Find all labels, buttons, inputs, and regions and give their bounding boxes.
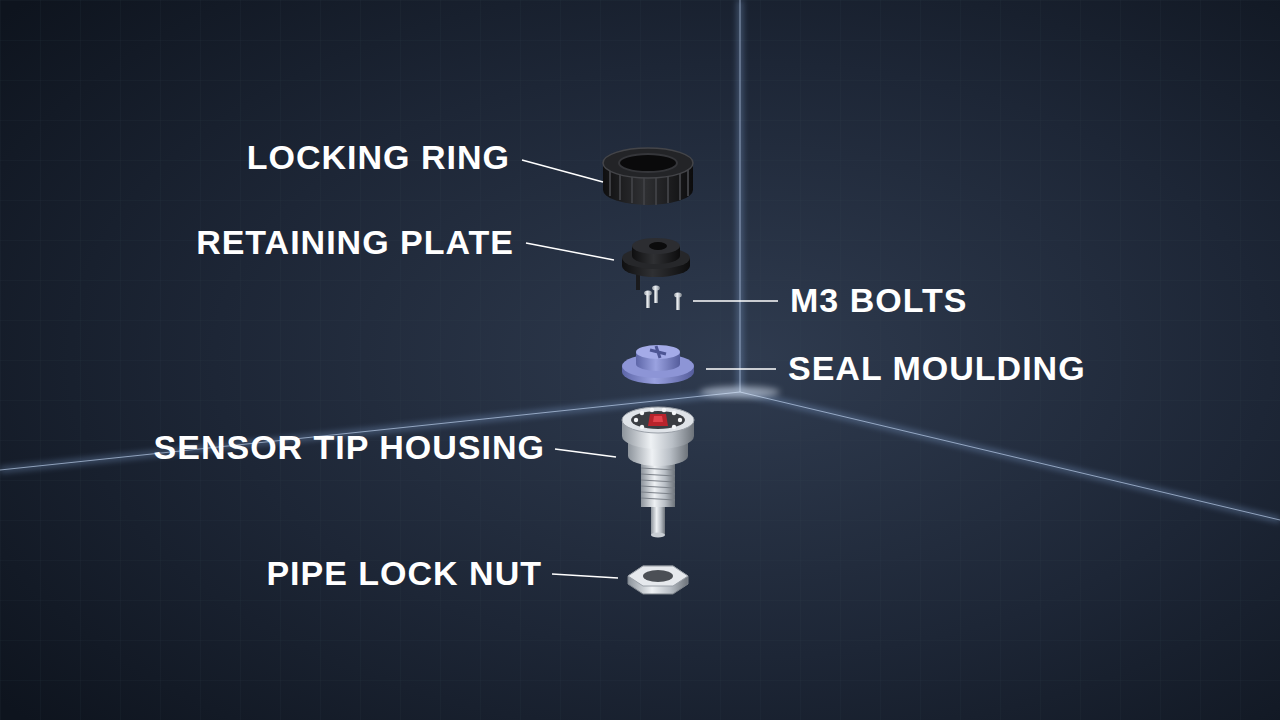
- leader-lines: [706, 368, 776, 370]
- floor-glow: [0, 0, 1280, 520]
- part-label: SEAL MOULDING: [788, 348, 1086, 388]
- leader-lines: [555, 449, 616, 457]
- part-label: LOCKING RING: [247, 137, 510, 177]
- part-label: M3 BOLTS: [790, 280, 967, 320]
- sensor-tip-housing: [648, 414, 668, 426]
- leader-lines: [522, 160, 778, 578]
- m3-bolts: [646, 294, 650, 308]
- locking-ring: [687, 168, 689, 196]
- retaining-plate: [622, 238, 690, 290]
- sensor-tip-housing: [641, 474, 675, 476]
- locking-ring: [619, 154, 677, 172]
- part-label: SENSOR TIP HOUSING: [154, 427, 545, 467]
- sensor-tip-housing: [641, 480, 675, 482]
- sensor-tip-housing: [641, 462, 675, 507]
- locking-ring: [603, 148, 693, 178]
- retaining-plate: [632, 238, 680, 254]
- leader-lines: [693, 300, 778, 302]
- pipe-lock-nut: [628, 566, 688, 586]
- m3-bolts: [644, 286, 682, 311]
- floor-glow: [0, 0, 1280, 520]
- seal-moulding: [636, 345, 680, 359]
- m3-bolts: [644, 291, 652, 296]
- locking-ring: [603, 148, 693, 205]
- leader-lines: [552, 574, 618, 578]
- sensor-tip-housing: [634, 418, 638, 422]
- sensor-tip-housing: [672, 425, 676, 429]
- sensor-tip-housing: [650, 408, 654, 412]
- pipe-lock-nut: [628, 566, 688, 594]
- sensor-tip-housing: [641, 498, 675, 500]
- sensor-tip-housing: [641, 492, 675, 494]
- sensor-tip-housing: [678, 418, 682, 422]
- m3-bolts: [674, 293, 682, 298]
- sensor-tip-housing: [634, 408, 682, 429]
- sensor-tip-housing: [641, 468, 675, 500]
- m3-bolts: [654, 289, 658, 303]
- m3-bolts: [676, 296, 680, 310]
- leader-lines: [522, 160, 603, 182]
- part-label: PIPE LOCK NUT: [266, 553, 542, 593]
- sensor-tip-housing: [622, 407, 694, 538]
- sensor-tip-housing: [641, 486, 675, 488]
- sensor-tip-housing: [651, 533, 665, 538]
- sensor-tip-housing: [622, 407, 694, 433]
- floor-glow: [0, 0, 1280, 520]
- sensor-tip-housing: [651, 505, 665, 535]
- pipe-lock-nut: [643, 570, 673, 582]
- sensor-tip-housing: [641, 468, 675, 470]
- leader-lines: [526, 243, 614, 260]
- part-label: RETAINING PLATE: [196, 222, 514, 262]
- retaining-plate: [649, 242, 667, 250]
- seal-moulding: [622, 345, 694, 384]
- pipe-lock-nut: [628, 566, 688, 594]
- sensor-tip-housing: [640, 411, 644, 415]
- sensor-tip-housing: [631, 411, 685, 429]
- sensor-tip-housing: [662, 408, 666, 412]
- seal-moulding: [650, 346, 666, 358]
- sensor-tip-housing: [640, 425, 644, 429]
- floor-glow: [700, 386, 780, 398]
- sensor-tip-housing: [653, 416, 663, 422]
- sensor-tip-housing: [672, 411, 676, 415]
- m3-bolts: [652, 286, 660, 291]
